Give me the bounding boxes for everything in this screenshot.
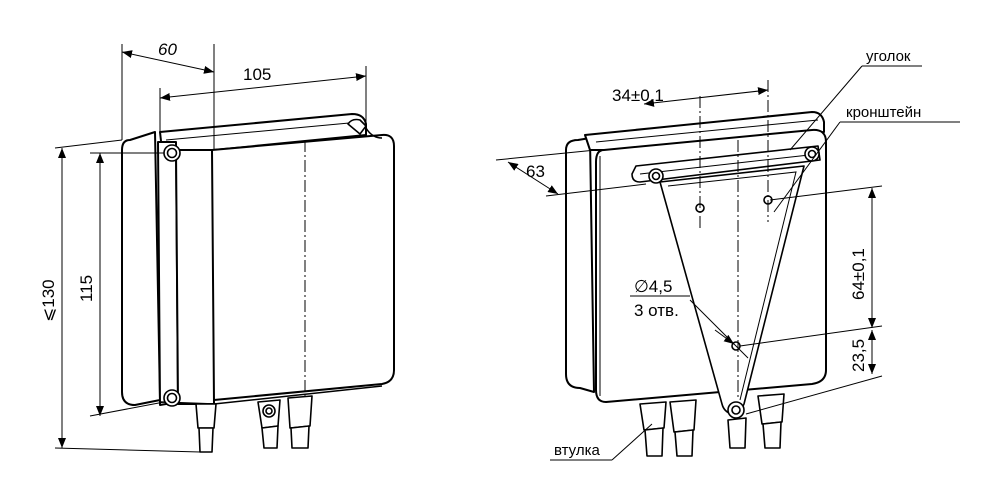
left-top-screw-icon <box>163 144 181 162</box>
dim-max-130: ⩽130 <box>39 279 58 322</box>
dim-63: 63 <box>526 162 545 181</box>
callout-bracket: кронштейн <box>846 104 921 121</box>
callout-bushing: втулка <box>554 442 600 459</box>
rear-view-dimensions: 34±0,1 63 64±0,1 23,5 ∅4,5 3 отв. <box>495 86 883 415</box>
rear-view-enclosure <box>565 80 827 457</box>
cable-glands-rear <box>639 393 785 457</box>
front-view-dimensions: 60 105 ⩽130 115 <box>39 40 367 453</box>
dim-105: 105 <box>243 65 271 84</box>
callout-angle-piece: уголок <box>866 48 911 65</box>
enclosure-side-left <box>121 131 161 406</box>
dim-115: 115 <box>77 275 96 302</box>
left-bottom-screw-icon <box>163 389 181 407</box>
enclosure-front-face <box>207 133 395 401</box>
dim-60: 60 <box>158 40 177 59</box>
bracket-bottom-bolt-icon <box>727 401 745 419</box>
angle-hole-right-icon <box>804 146 820 162</box>
angle-hole-left-icon <box>648 168 664 184</box>
dim-23-5: 23,5 <box>849 339 868 372</box>
dim-64: 64±0,1 <box>849 248 868 300</box>
cable-glands-front <box>195 395 313 453</box>
rear-enclosure-side <box>565 137 595 393</box>
rear-view-callouts: уголок кронштейн втулка <box>550 48 960 461</box>
hole-diameter-label: ∅4,5 <box>634 277 672 296</box>
dim-34: 34±0,1 <box>612 86 664 105</box>
hole-count-label: 3 отв. <box>634 301 679 320</box>
enclosure-flange <box>157 141 179 406</box>
front-view-enclosure <box>121 113 395 453</box>
